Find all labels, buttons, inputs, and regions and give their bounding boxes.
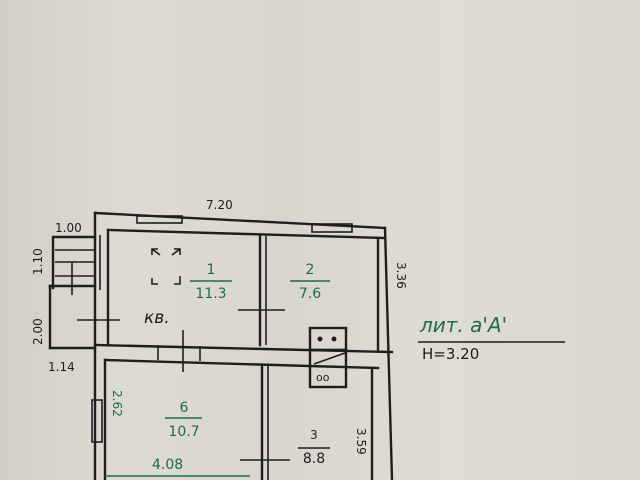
letter-label: лит. а'А' [420,313,508,337]
dim-room6-height: 2.62 [110,390,124,417]
room-6-area: 10.7 [168,424,200,440]
room-1-number: 1 [206,262,216,278]
dim-room6-width: 4.08 [152,457,184,473]
room-2-area: 7.6 [298,286,322,302]
dim-left-top-height: 1.10 [31,248,45,275]
dim-left-mid-height: 2.00 [31,318,45,345]
dim-room3-height: 3.59 [354,428,368,455]
ceiling-height-label: H=3.20 [422,345,480,363]
dim-top-width: 7.20 [206,198,233,212]
room-3-number: 3 [310,428,318,442]
room-6-number: 6 [179,400,189,416]
room-3-area: 8.8 [302,451,326,467]
room-1-area: 11.3 [195,286,227,302]
dim-right-top-height: 3.36 [394,262,408,289]
apartment-label: кв. [144,308,170,328]
dim-left-bottom-width: 1.14 [48,360,75,374]
sink-label: oo [316,371,330,384]
room-2-number: 2 [305,262,315,278]
dim-left-top-width: 1.00 [55,221,82,235]
